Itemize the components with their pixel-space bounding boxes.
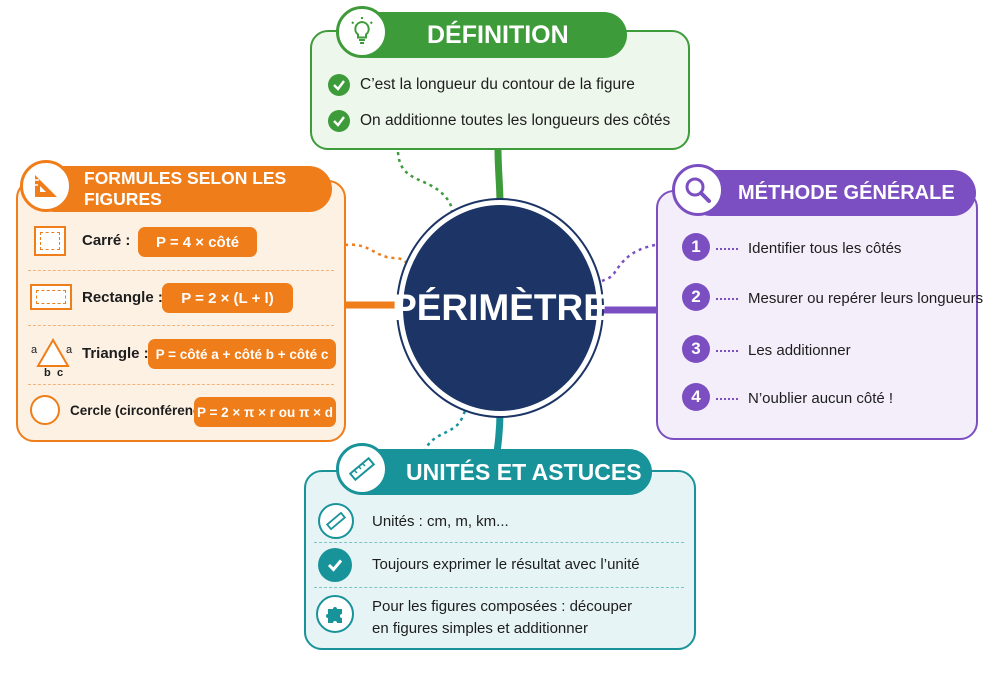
step-number: 3 <box>682 335 710 363</box>
formula-label: Carré : <box>82 232 131 249</box>
unites-item-text: en figures simples et additionner <box>372 620 588 637</box>
triangle-label-a: a <box>31 344 38 356</box>
triangle-label-c: c <box>57 367 64 379</box>
magnifier-icon <box>672 164 724 216</box>
formula-pill: P = 2 × π × r ou π × d <box>194 397 336 427</box>
step-text: N’oublier aucun côté ! <box>748 390 894 407</box>
formula-label: Rectangle : <box>82 289 163 306</box>
unites-item-text: Pour les figures composées : découper <box>372 598 633 615</box>
step-text: Les additionner <box>748 342 851 359</box>
checkmark-icon <box>318 548 352 582</box>
ruler-icon <box>336 443 388 495</box>
step-text: Mesurer ou repérer leurs longueurs <box>748 290 984 307</box>
divider <box>314 542 684 543</box>
unites-title: UNITÉS ET ASTUCES <box>406 458 642 485</box>
check-icon <box>328 74 350 96</box>
formula-pill: P = 2 × (L + l) <box>162 283 293 313</box>
rectangle-icon <box>30 284 72 310</box>
center-title: PÉRIMÈTRE <box>392 287 608 328</box>
formules-header: FORMULES SELON LES FIGURES <box>32 166 332 212</box>
step-number: 4 <box>682 383 710 411</box>
formula-label: Triangle : <box>82 345 149 362</box>
unites-item-text: Toujours exprimer le résultat avec l’uni… <box>372 556 640 573</box>
step-connector <box>716 398 738 400</box>
formula-pill: P = 4 × côté <box>138 227 257 257</box>
definition-title: DÉFINITION <box>427 20 569 49</box>
unites-card <box>304 470 696 650</box>
divider <box>314 587 684 588</box>
circle-icon <box>30 395 60 425</box>
step-number: 2 <box>682 283 710 311</box>
triangle-icon: a a b c <box>30 334 76 380</box>
lightbulb-icon <box>336 6 388 58</box>
unites-header: UNITÉS ET ASTUCES <box>342 449 652 495</box>
step-connector <box>716 248 738 250</box>
triangle-label-b: b <box>44 367 51 379</box>
divider <box>28 384 334 385</box>
definition-item: C’est la longueur du contour de la figur… <box>360 76 635 93</box>
step-connector <box>716 350 738 352</box>
unites-item-text: Unités : cm, m, km... <box>372 513 509 530</box>
step-text: Identifier tous les côtés <box>748 240 902 257</box>
methode-title: MÉTHODE GÉNÉRALE <box>738 181 955 204</box>
formula-pill: P = côté a + côté b + côté c <box>148 339 336 369</box>
definition-item: On additionne toutes les longueurs des c… <box>360 112 671 129</box>
formula-label: Cercle (circonférence) : <box>70 403 221 418</box>
divider <box>28 270 334 271</box>
methode-header: MÉTHODE GÉNÉRALE <box>688 170 976 216</box>
step-number: 1 <box>682 233 710 261</box>
check-icon <box>328 110 350 132</box>
set-square-icon <box>20 160 72 212</box>
triangle-label-a: a <box>66 344 73 356</box>
square-icon <box>34 226 66 256</box>
center-node: PÉRIMÈTRE <box>392 200 608 416</box>
definition-header: DÉFINITION <box>345 12 627 58</box>
ruler-icon <box>318 503 354 539</box>
formules-title: FORMULES SELON LES FIGURES <box>84 168 287 209</box>
puzzle-icon <box>316 595 354 633</box>
step-connector <box>716 298 738 300</box>
divider <box>28 325 334 326</box>
